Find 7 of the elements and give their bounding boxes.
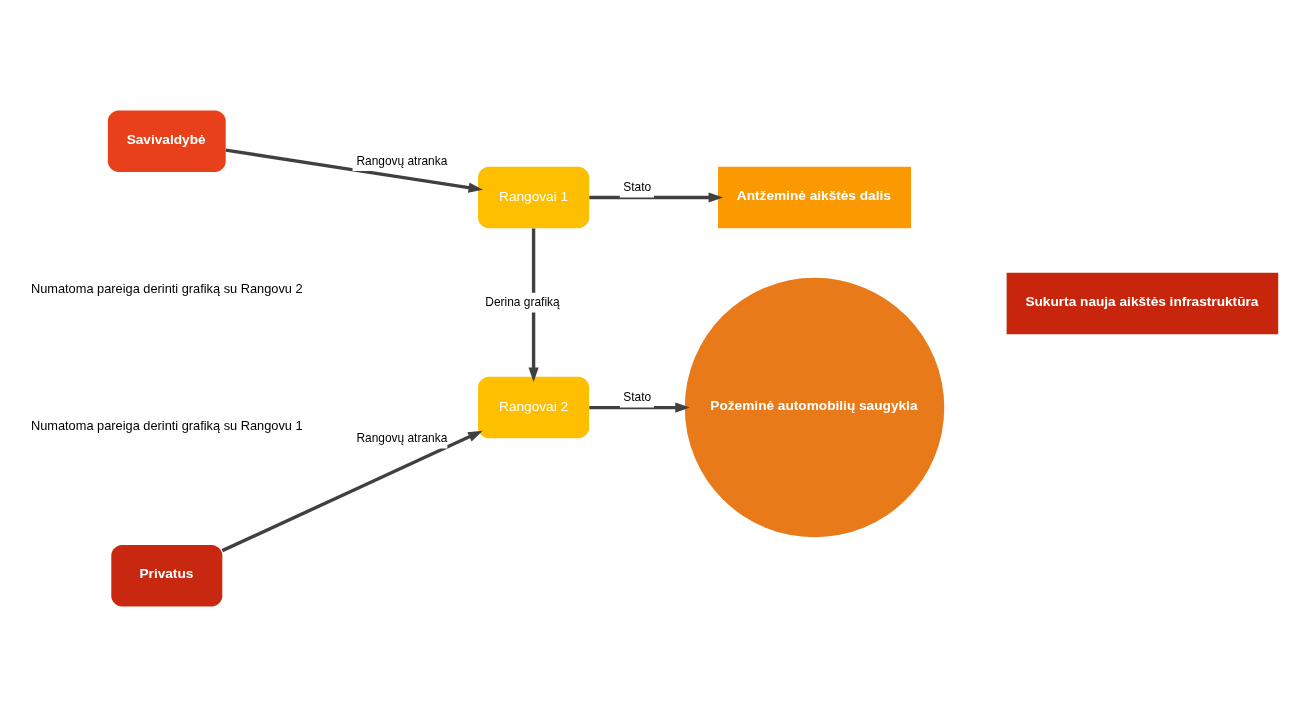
edge-label: Rangovų atranka: [356, 153, 448, 168]
edge-label: Stato: [623, 389, 652, 404]
label: Numatoma pareiga derinti grafiką su Rangovu 1: [30, 417, 303, 433]
edge-label: Stato: [623, 179, 652, 194]
label: Numatoma pareiga derinti grafiką su Rangovu 2: [30, 280, 303, 296]
edge-label: Rangovų atranka: [356, 430, 448, 445]
edge-label: Derina grafiką: [485, 294, 560, 309]
